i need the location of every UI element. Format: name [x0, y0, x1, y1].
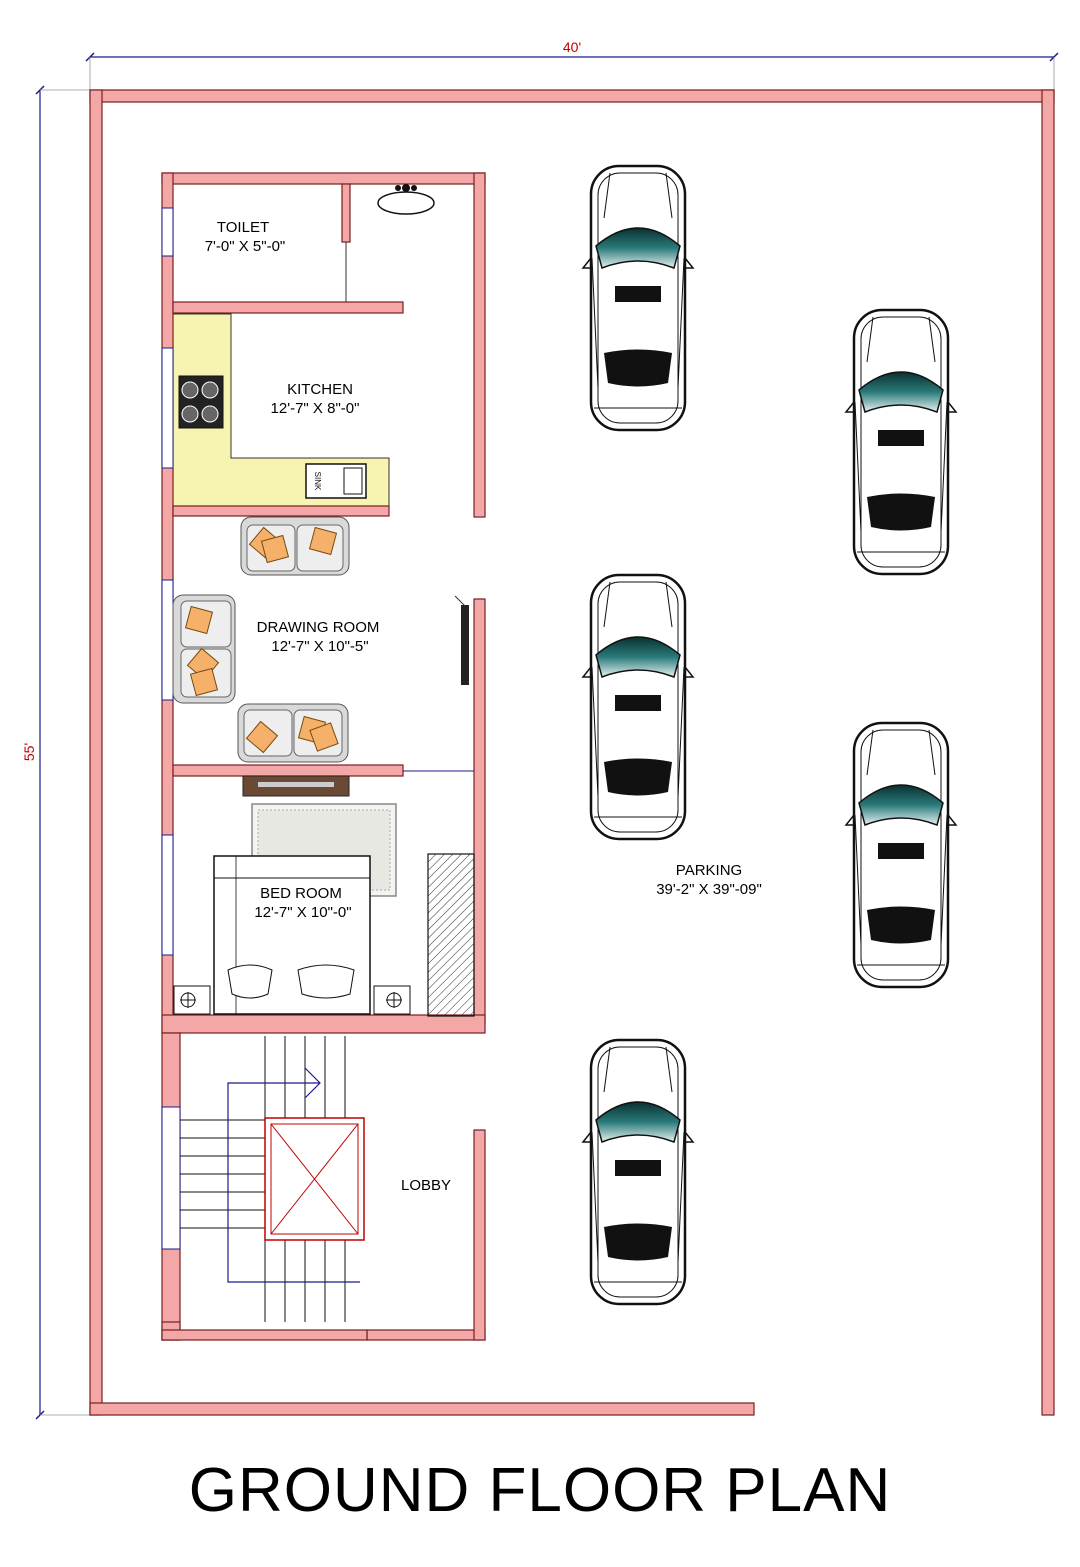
tv-cabinet [242, 775, 350, 797]
staircase [180, 1036, 360, 1322]
parked-car [581, 164, 695, 432]
drawing-room-name: DRAWING ROOM [257, 619, 380, 636]
stove-icon [178, 375, 224, 429]
depth-dimension: 55' [21, 85, 90, 1420]
width-dimension-label: 40' [563, 39, 581, 55]
boundary-wall [89, 89, 1055, 1416]
side-table-left [173, 985, 211, 1015]
toilet-fixtures [345, 184, 435, 302]
sink-label: SINK [313, 472, 322, 491]
kitchen-name: KITCHEN [287, 381, 353, 398]
kitchen-sink-icon: SINK [305, 463, 367, 499]
lobby-name: LOBBY [401, 1177, 451, 1194]
drawing-room-size: 12'-7" X 10"-5" [271, 638, 368, 655]
sofa-left [172, 594, 236, 704]
side-table-right [373, 985, 411, 1015]
parked-car [844, 308, 958, 576]
bed-room-name: BED ROOM [260, 885, 342, 902]
plan-title: GROUND FLOOR PLAN [188, 1456, 892, 1525]
lift-shaft [264, 1117, 365, 1241]
sofa-top [240, 516, 350, 576]
toilet-name: TOILET [217, 219, 269, 236]
bed-room-size: 12'-7" X 10"-0" [254, 904, 351, 921]
parked-car [581, 1038, 695, 1306]
parked-car [581, 573, 695, 841]
windows [161, 207, 181, 1250]
tv-unit [454, 595, 469, 685]
parked-car [844, 721, 958, 989]
parking-size: 39'-2" X 39"-09" [656, 881, 762, 898]
wardrobe [427, 853, 475, 1017]
bed [213, 855, 371, 1015]
width-dimension: 40' [85, 39, 1059, 95]
parking-name: PARKING [676, 862, 742, 879]
toilet-size: 7'-0" X 5"-0" [205, 238, 286, 255]
kitchen-size: 12'-7" X 8"-0" [271, 400, 360, 417]
sofa-bottom [237, 703, 349, 763]
depth-dimension-label: 55' [21, 743, 37, 761]
